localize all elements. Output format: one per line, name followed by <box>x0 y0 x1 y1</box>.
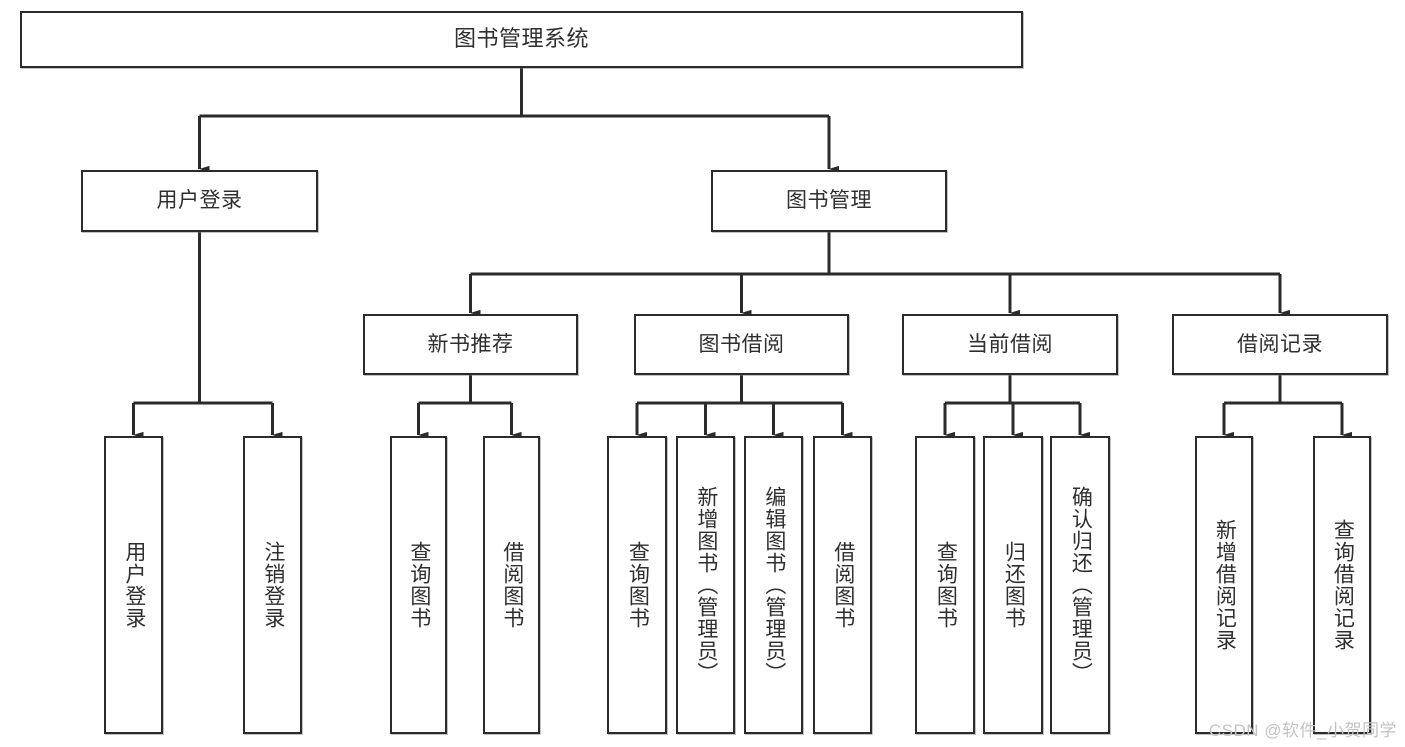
node-login[interactable]: 用户登录 <box>81 170 318 232</box>
node-label: 查询图书 <box>934 541 958 629</box>
node-label: 用户登录 <box>122 541 146 629</box>
node-leaf-cur-confirm[interactable]: 确认归还（管理员） <box>1050 436 1110 734</box>
node-bookmgmt[interactable]: 图书管理 <box>711 170 947 232</box>
node-leaf-rcd-add[interactable]: 新增借阅记录 <box>1195 436 1253 734</box>
watermark-label: CSDN @软件_小贺同学 <box>1208 721 1397 740</box>
node-label: 用户登录 <box>156 189 243 213</box>
node-label: 查询借阅记录 <box>1331 519 1355 651</box>
node-root[interactable]: 图书管理系统 <box>20 11 1023 68</box>
node-leaf-bor-edit[interactable]: 编辑图书（管理员） <box>744 436 803 734</box>
node-label: 新增图书（管理员） <box>694 486 718 684</box>
node-label: 编辑图书（管理员） <box>762 486 786 684</box>
node-leaf-bor-lend[interactable]: 借阅图书 <box>813 436 872 734</box>
node-label: 新增借阅记录 <box>1213 519 1237 651</box>
node-leaf-bor-query[interactable]: 查询图书 <box>607 436 667 734</box>
node-newrec[interactable]: 新书推荐 <box>363 314 578 375</box>
node-label: 查询图书 <box>407 541 431 629</box>
node-label: 新书推荐 <box>427 332 514 356</box>
node-borrow[interactable]: 图书借阅 <box>634 314 849 375</box>
node-label: 当前借阅 <box>967 332 1053 356</box>
node-leaf-bor-add[interactable]: 新增图书（管理员） <box>676 436 735 734</box>
node-leaf-user-logout[interactable]: 注销登录 <box>243 436 302 734</box>
node-leaf-user-login[interactable]: 用户登录 <box>104 436 163 734</box>
node-leaf-rcd-query[interactable]: 查询借阅记录 <box>1313 436 1371 734</box>
node-records[interactable]: 借阅记录 <box>1172 314 1388 375</box>
node-current[interactable]: 当前借阅 <box>902 314 1118 375</box>
node-leaf-rec-query[interactable]: 查询图书 <box>390 436 447 734</box>
node-label: 图书管理系统 <box>453 26 589 52</box>
node-label: 借阅图书 <box>831 541 855 629</box>
node-label: 归还图书 <box>1002 541 1026 629</box>
node-label: 图书管理 <box>786 189 872 213</box>
node-label: 查询图书 <box>626 541 650 629</box>
connector-lines <box>132 68 1353 439</box>
node-leaf-rec-borrow[interactable]: 借阅图书 <box>483 436 540 734</box>
node-label: 确认归还（管理员） <box>1069 486 1093 684</box>
node-leaf-cur-query[interactable]: 查询图书 <box>915 436 975 734</box>
node-leaf-cur-return[interactable]: 归还图书 <box>983 436 1043 734</box>
node-label: 图书借阅 <box>698 332 785 356</box>
node-label: 借阅图书 <box>500 541 524 629</box>
node-label: 注销登录 <box>261 541 285 629</box>
node-label: 借阅记录 <box>1237 332 1323 356</box>
